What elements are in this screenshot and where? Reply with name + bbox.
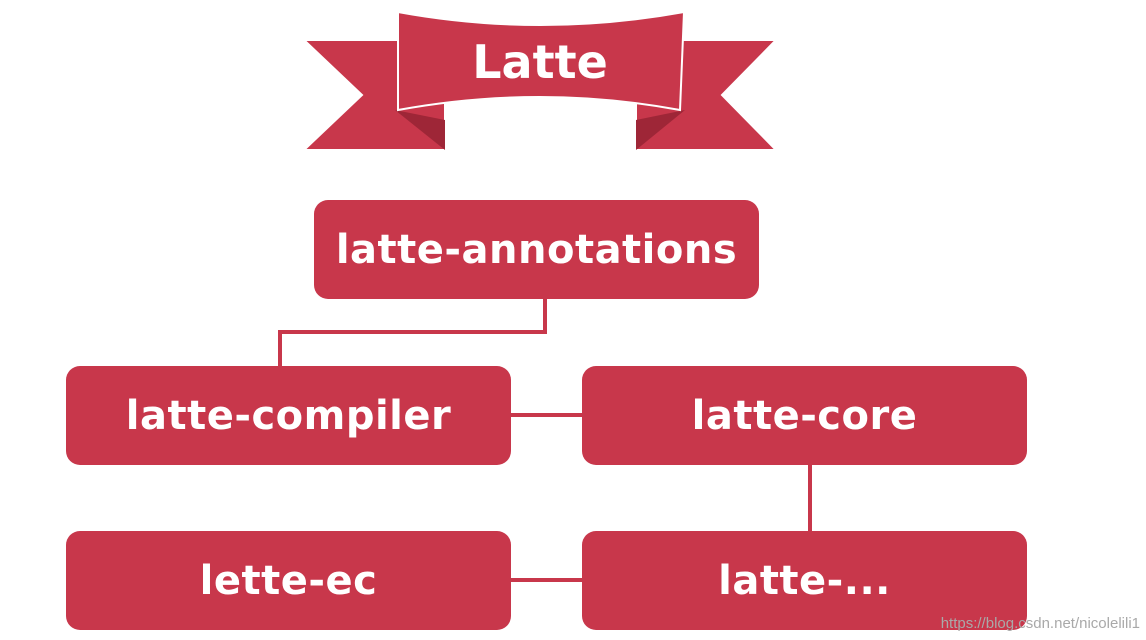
- ribbon-banner: [301, 10, 779, 151]
- node-latte-core: latte-core: [582, 366, 1027, 465]
- banner-title: Latte: [472, 35, 608, 89]
- watermark-url: https://blog.csdn.net/nicolelili1: [940, 615, 1140, 632]
- node-latte-annotations: latte-annotations: [314, 200, 759, 299]
- connector-annotations-compiler: [278, 299, 547, 366]
- node-lette-ec: lette-ec: [66, 531, 511, 630]
- node-latte-more: latte-...: [582, 531, 1027, 630]
- node-latte-compiler: latte-compiler: [66, 366, 511, 465]
